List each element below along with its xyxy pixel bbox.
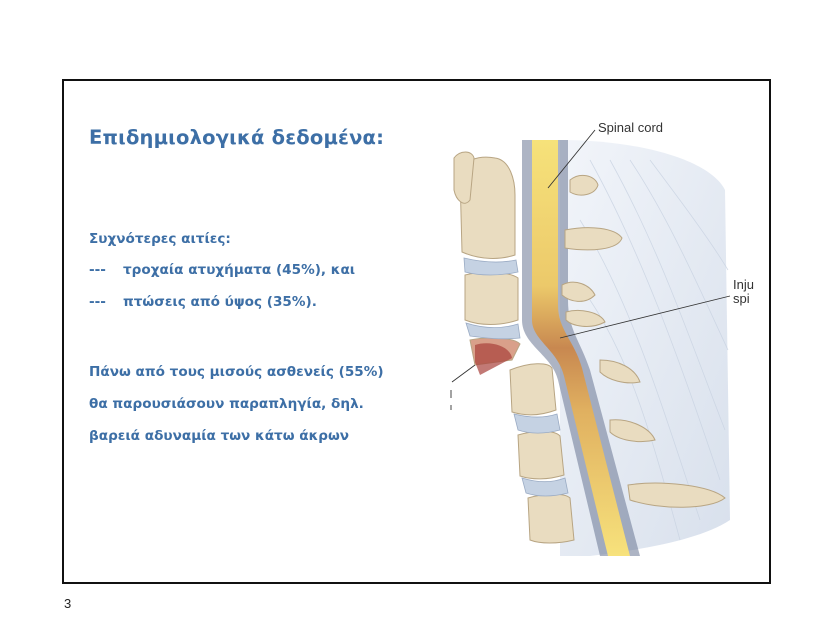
causes-heading: Συχνότερες αιτίες: — [89, 231, 231, 247]
cause-text: τροχαία ατυχήματα (45%), και — [123, 262, 356, 278]
paragraph-line: βαρειά αδυναμία των κάτω άκρων — [89, 428, 350, 444]
cause-item: --- πτώσεις από ύψος (35%). — [89, 294, 317, 310]
label-line: spi — [733, 291, 750, 306]
paragraph-line: Πάνω από τους μισούς ασθενείς (55%) — [89, 364, 384, 380]
page-number: 3 — [64, 596, 72, 611]
slide-title: Επιδημιολογικά δεδομένα: — [89, 126, 385, 149]
spinal-injury-illustration — [450, 129, 731, 556]
cause-item: --- τροχαία ατυχήματα (45%), και — [89, 262, 355, 278]
label-line: Inju — [733, 277, 754, 292]
cause-text: πτώσεις από ύψος (35%). — [123, 294, 317, 310]
slide-frame — [62, 79, 771, 584]
paragraph-line: θα παρουσιάσουν παραπληγία, δηλ. — [89, 396, 364, 412]
label-spinal-cord: Spinal cord — [598, 120, 664, 135]
bullet-dash: --- — [89, 262, 106, 278]
bullet-dash: --- — [89, 294, 106, 310]
